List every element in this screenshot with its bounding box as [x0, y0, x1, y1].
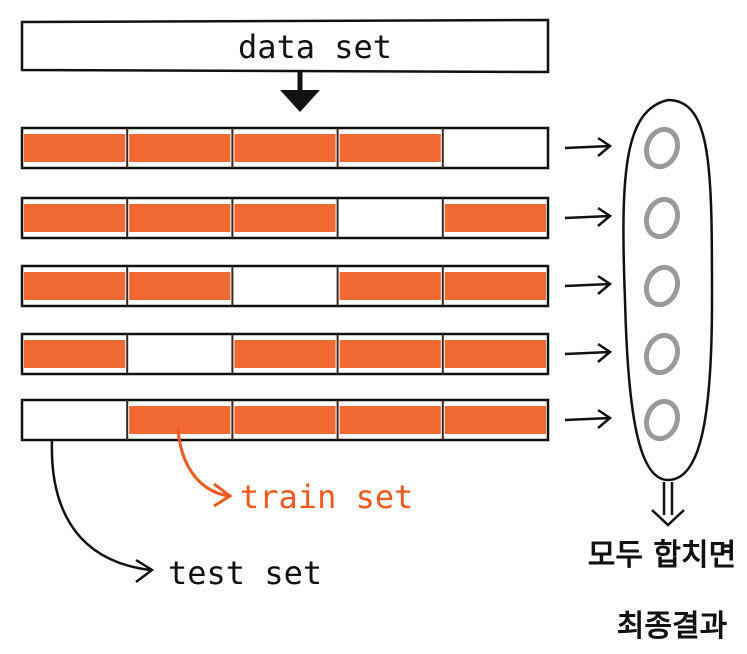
fold-row-outline	[20, 196, 550, 240]
train-segment	[24, 340, 126, 368]
right-arrow-icon	[564, 206, 613, 227]
score-circle	[643, 264, 681, 308]
score-circle	[643, 126, 681, 170]
fold-row-outline	[20, 264, 550, 308]
result-down-arrow-icon	[651, 482, 685, 527]
train-segment	[339, 406, 441, 434]
fold-row-3	[20, 264, 613, 308]
down-arrow-icon	[280, 72, 320, 112]
train-segment	[129, 272, 231, 300]
train-segment	[24, 134, 126, 162]
train-segment	[24, 204, 126, 232]
train-segment	[444, 340, 546, 368]
result-line-1: 모두 합치면	[588, 538, 736, 573]
test-segment	[444, 132, 546, 164]
train-segment	[129, 134, 231, 162]
right-arrow-icon	[564, 408, 613, 429]
train-segment	[339, 272, 441, 300]
test-label: test set	[168, 554, 322, 592]
train-segment	[444, 204, 546, 232]
test-segment	[24, 404, 126, 436]
fold-row-outline	[20, 332, 550, 376]
fold-row-5	[20, 398, 613, 442]
train-segment	[444, 406, 546, 434]
score-circles	[643, 126, 681, 442]
score-circle	[643, 196, 681, 240]
score-circle	[643, 398, 681, 442]
fold-row-1	[20, 126, 613, 170]
test-segment	[234, 270, 336, 302]
train-segment	[234, 134, 336, 162]
right-arrow-icon	[564, 274, 613, 295]
train-pointer	[176, 427, 233, 508]
train-segment	[234, 204, 336, 232]
train-segment	[234, 406, 336, 434]
train-segment	[444, 272, 546, 300]
score-circle	[643, 332, 681, 376]
train-segment	[129, 204, 231, 232]
train-segment	[339, 340, 441, 368]
train-segment	[129, 406, 231, 434]
dataset-label: data set	[238, 28, 392, 66]
fold-row-2	[20, 196, 613, 240]
train-label: train set	[240, 478, 413, 516]
train-segment	[339, 134, 441, 162]
right-arrow-icon	[564, 342, 613, 363]
train-segment	[234, 340, 336, 368]
test-segment	[339, 202, 441, 234]
test-pointer	[50, 439, 155, 583]
dataset-bar: data set	[20, 18, 550, 74]
right-arrow-icon	[564, 136, 613, 157]
test-segment	[129, 338, 231, 370]
result-line-2: 최종결과	[617, 609, 728, 644]
fold-rows	[20, 126, 613, 442]
result-oval	[622, 98, 714, 482]
train-segment	[24, 272, 126, 300]
fold-row-4	[20, 332, 613, 376]
fold-row-outline	[20, 126, 550, 170]
fold-row-outline	[20, 398, 550, 442]
